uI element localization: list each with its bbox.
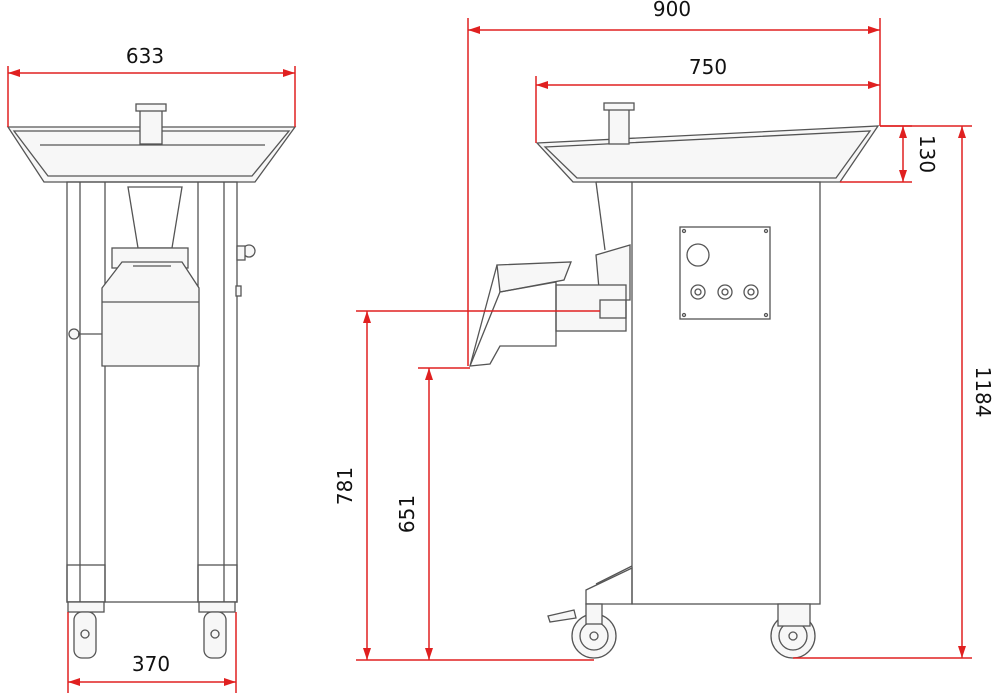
front-wheels — [66, 564, 238, 659]
dim-side-tray-length: 750 — [535, 55, 880, 143]
dim-front-width: 633 — [7, 44, 296, 127]
front-body — [66, 181, 256, 603]
dim-outlet-upper-height: 781 — [333, 310, 600, 661]
front-view — [6, 103, 297, 659]
side-wheels — [547, 603, 816, 659]
dim-side-depth: 900 — [467, 0, 881, 366]
control-button-icon — [690, 284, 706, 300]
side-view — [468, 102, 880, 659]
control-button-icon — [743, 284, 759, 300]
dim-label-side-depth: 900 — [653, 0, 691, 21]
dim-label-total-height: 1184 — [971, 367, 995, 418]
front-tray — [6, 103, 297, 183]
control-panel — [679, 226, 771, 320]
dim-label-outlet-upper-height: 781 — [333, 467, 357, 505]
dim-front-wheelbase: 370 — [67, 612, 237, 693]
dim-label-front-wheelbase: 370 — [132, 652, 170, 676]
side-cabinet — [585, 181, 821, 605]
dim-label-tray-height: 130 — [915, 135, 939, 173]
side-tray — [535, 102, 880, 183]
emergency-stop-icon — [686, 243, 710, 267]
control-button-icon — [717, 284, 733, 300]
dim-outlet-lower-height: 651 — [395, 367, 470, 660]
dim-total-height: 1184 — [793, 125, 995, 659]
dim-label-front-width: 633 — [126, 44, 164, 68]
grinder-outlet — [468, 244, 631, 367]
dim-label-outlet-lower-height: 651 — [395, 495, 419, 533]
dim-label-side-tray-length: 750 — [689, 55, 727, 79]
